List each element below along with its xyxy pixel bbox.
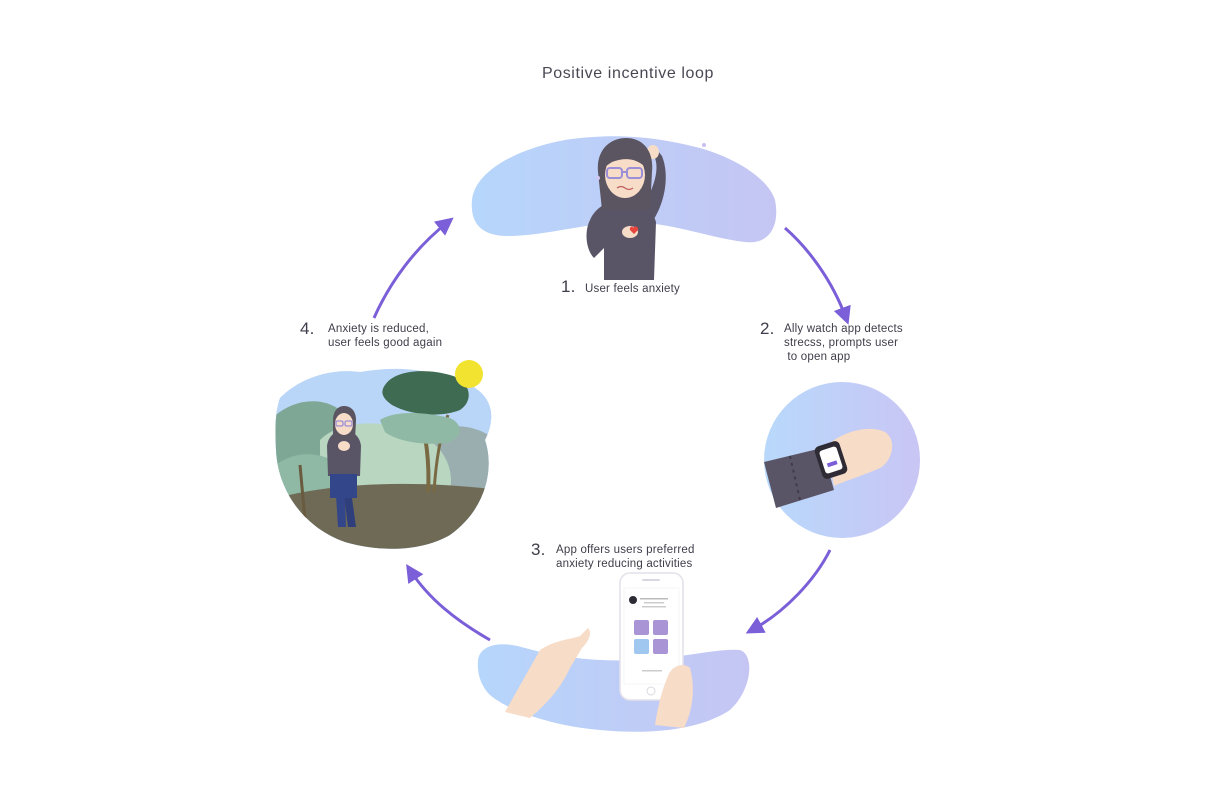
step-2-text-line-2: strecss, prompts user: [784, 337, 899, 349]
bottom-blob: [477, 644, 750, 732]
step-2-text-line-3: to open app: [784, 351, 851, 363]
step-2-text-line-1: Ally watch app detects: [784, 323, 903, 335]
step-3-label: 3. App offers users preferred anxiety re…: [531, 540, 695, 571]
sun: [455, 360, 483, 388]
step-2-number: 2.: [760, 319, 775, 338]
arrow-step4-to-step1: [372, 217, 454, 319]
step-4-text-line-2: user feels good again: [328, 337, 443, 349]
anxious-user-illustration: [471, 136, 777, 280]
calm-nature-illustration: [275, 360, 492, 549]
step-3-number: 3.: [531, 540, 546, 559]
step-3-text-line-2: anxiety reducing activities: [556, 558, 693, 570]
arrow-step3-to-step4: [406, 563, 491, 642]
phone-illustration: [477, 572, 750, 732]
arrow-step1-to-step2: [784, 226, 851, 325]
step-4-text-line-1: Anxiety is reduced,: [328, 323, 429, 335]
diagram-title: Positive incentive loop: [541, 65, 715, 82]
step-4-number: 4.: [300, 319, 315, 338]
step-4-label: 4. Anxiety is reduced, user feels good a…: [300, 319, 443, 350]
activity-tile: [653, 620, 668, 635]
activity-tile: [634, 639, 649, 654]
activity-tile: [634, 620, 649, 635]
arrow-step2-to-step3: [745, 549, 832, 634]
activity-tile: [653, 639, 668, 654]
step-3-text-line-1: App offers users preferred: [556, 544, 695, 556]
cycle-arrows: [372, 217, 851, 642]
step-2-label: 2. Ally watch app detects strecss, promp…: [760, 319, 903, 364]
step-1-number: 1.: [561, 277, 576, 296]
step-1-label: 1. User feels anxiety: [561, 277, 680, 296]
step-1-text: User feels anxiety: [584, 283, 680, 295]
smartwatch-illustration: [764, 382, 920, 538]
